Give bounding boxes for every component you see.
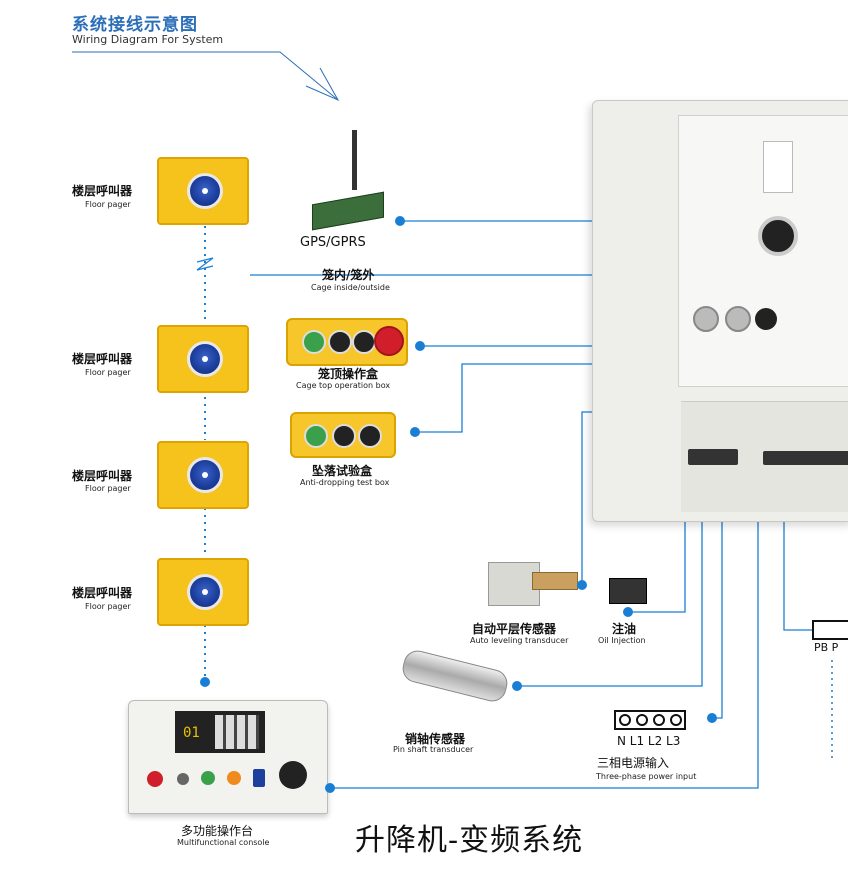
call-button-icon bbox=[187, 341, 223, 377]
phone-icon[interactable] bbox=[253, 769, 265, 787]
cage-top-label-cn: 笼顶操作盒 bbox=[318, 367, 379, 381]
console-label-cn: 多功能操作台 bbox=[181, 824, 254, 838]
floor-pager-2[interactable] bbox=[157, 325, 249, 393]
oil-label-en: Oil Injection bbox=[598, 636, 646, 645]
floor-pager-label-en: Floor pager bbox=[85, 484, 131, 493]
pin-shaft-label-en: Pin shaft transducer bbox=[393, 745, 474, 754]
antenna-icon bbox=[352, 130, 357, 190]
floor-pager-label-en: Floor pager bbox=[85, 368, 131, 377]
cage-top-connector-dot bbox=[415, 341, 425, 351]
cabinet-terminal-block-2 bbox=[763, 451, 848, 465]
joystick-icon[interactable] bbox=[279, 761, 307, 789]
floor-pager-label-cn: 楼层呼叫器 bbox=[72, 469, 133, 483]
call-button-icon bbox=[187, 173, 223, 209]
diagram-title-cn: 系统接线示意图 bbox=[72, 15, 198, 35]
cage-label-en: Cage inside/outside bbox=[311, 283, 390, 292]
auto-level-label-cn: 自动平层传感器 bbox=[472, 622, 557, 636]
auto-level-connector-dot bbox=[577, 580, 587, 590]
cage-label-cn: 笼内/笼外 bbox=[322, 268, 375, 282]
multifunctional-console[interactable]: 01 bbox=[128, 700, 328, 814]
floor-pager-3[interactable] bbox=[157, 441, 249, 509]
floor-pager-label-cn: 楼层呼叫器 bbox=[72, 184, 133, 198]
floor-pager-label-en: Floor pager bbox=[85, 602, 131, 611]
cabinet-terminal-block bbox=[688, 449, 738, 465]
floor-pager-label-cn: 楼层呼叫器 bbox=[72, 586, 133, 600]
right-arrow-button-icon[interactable] bbox=[358, 424, 382, 448]
console-label-en: Multifunctional console bbox=[177, 838, 270, 847]
diagram-title-en: Wiring Diagram For System bbox=[72, 33, 224, 46]
header-arrow-line bbox=[72, 51, 339, 101]
cabinet-rotary-switch bbox=[755, 308, 777, 330]
console-display-value: 01 bbox=[183, 725, 200, 741]
power-terminal-labels: N L1 L2 L3 bbox=[617, 734, 681, 748]
console-screen: 01 bbox=[175, 711, 265, 753]
floor-pager-4[interactable] bbox=[157, 558, 249, 626]
start-button-icon[interactable] bbox=[304, 424, 328, 448]
left-arrow-button-icon[interactable] bbox=[332, 424, 356, 448]
auto-level-label-en: Auto leveling transducer bbox=[470, 636, 569, 645]
pager-bus-dot bbox=[200, 677, 210, 687]
right-arrow-button-icon[interactable] bbox=[352, 330, 376, 354]
oil-connector-dot bbox=[623, 607, 633, 617]
anti-drop-label-cn: 坠落试验盒 bbox=[312, 464, 373, 478]
floor-pager-label-en: Floor pager bbox=[85, 200, 131, 209]
pb-label: PB P bbox=[814, 641, 839, 654]
key-switch-icon[interactable] bbox=[177, 773, 189, 785]
orange-button-icon[interactable] bbox=[227, 771, 241, 785]
power-terminal-block bbox=[614, 710, 686, 730]
pb-terminal-block bbox=[812, 620, 848, 640]
gps-module bbox=[312, 130, 384, 231]
gps-connector-dot bbox=[395, 216, 405, 226]
power-label-cn: 三相电源输入 bbox=[597, 756, 670, 770]
auto-leveling-transducer bbox=[488, 562, 540, 606]
floor-pager-label-cn: 楼层呼叫器 bbox=[72, 352, 133, 366]
cage-top-operation-box[interactable] bbox=[286, 318, 408, 366]
power-label-en: Three-phase power input bbox=[596, 772, 697, 781]
console-connector-dot bbox=[325, 783, 335, 793]
cabinet-key-switch bbox=[758, 216, 798, 256]
oil-label-cn: 注油 bbox=[612, 622, 637, 636]
pin-shaft-connector-dot bbox=[512, 681, 522, 691]
oil-injection-unit bbox=[609, 578, 647, 604]
cabinet-breaker bbox=[763, 141, 793, 193]
anti-drop-label-en: Anti-dropping test box bbox=[300, 478, 390, 487]
control-cabinet bbox=[592, 100, 848, 522]
cage-top-label-en: Cage top operation box bbox=[296, 381, 391, 390]
system-title: 升降机-变频系统 bbox=[355, 823, 584, 858]
start-button-icon[interactable] bbox=[302, 330, 326, 354]
anti-dropping-test-box[interactable] bbox=[290, 412, 396, 458]
pin-shaft-label-cn: 销轴传感器 bbox=[405, 732, 466, 746]
gps-label: GPS/GPRS bbox=[300, 235, 366, 250]
floor-pager-1[interactable] bbox=[157, 157, 249, 225]
cabinet-sockets bbox=[693, 306, 763, 332]
call-button-icon bbox=[187, 574, 223, 610]
left-arrow-button-icon[interactable] bbox=[328, 330, 352, 354]
header-arrow-head bbox=[305, 67, 340, 102]
green-button-icon[interactable] bbox=[201, 771, 215, 785]
anti-drop-connector-dot bbox=[410, 427, 420, 437]
power-connector-dot bbox=[707, 713, 717, 723]
emergency-stop-icon[interactable] bbox=[374, 326, 404, 356]
call-button-icon bbox=[187, 457, 223, 493]
red-button-icon[interactable] bbox=[147, 771, 163, 787]
